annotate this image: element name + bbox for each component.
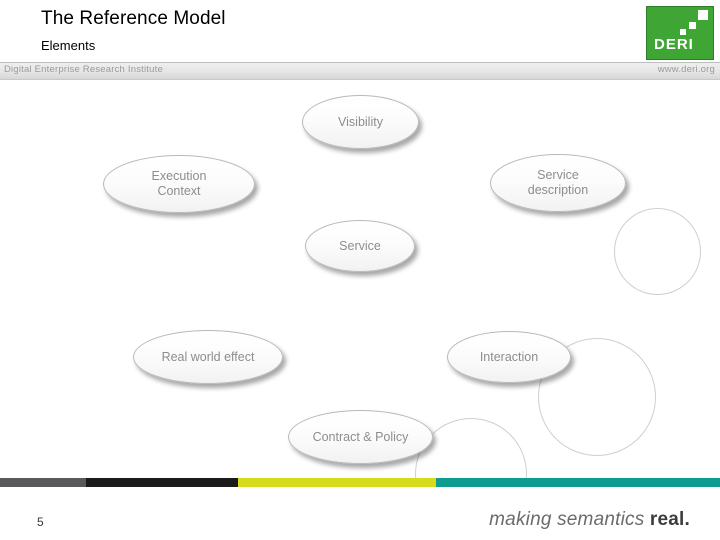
node-service-description[interactable]: Service description bbox=[490, 154, 626, 212]
page-title: The Reference Model bbox=[41, 8, 226, 29]
tagline: making semantics real. bbox=[489, 509, 690, 531]
footer-bar-black bbox=[86, 478, 238, 487]
node-interaction[interactable]: Interaction bbox=[447, 331, 571, 383]
node-visibility-label: Visibility bbox=[338, 114, 383, 129]
node-visibility[interactable]: Visibility bbox=[302, 95, 419, 149]
footer-bar-teal bbox=[436, 478, 720, 487]
institute-name: Digital Enterprise Research Institute bbox=[4, 64, 163, 75]
tagline-bold: real. bbox=[649, 509, 690, 530]
node-service[interactable]: Service bbox=[305, 220, 415, 272]
node-service-label: Service bbox=[339, 238, 381, 253]
tagline-italic: making semantics bbox=[489, 509, 650, 530]
page-subtitle: Elements bbox=[41, 38, 96, 53]
page-number: 5 bbox=[37, 515, 44, 529]
node-real-world-effect-label: Real world effect bbox=[161, 349, 255, 364]
node-contract-policy[interactable]: Contract & Policy bbox=[288, 410, 433, 464]
logo-square-large bbox=[698, 10, 708, 20]
diagram-canvas: Visibility Execution Context Service des… bbox=[0, 78, 720, 530]
node-execution-context-label: Execution Context bbox=[151, 169, 207, 198]
node-interaction-label: Interaction bbox=[479, 349, 539, 364]
node-execution-context[interactable]: Execution Context bbox=[103, 155, 255, 213]
header-band: Digital Enterprise Research Institute ww… bbox=[0, 62, 720, 80]
circle-right-bottom bbox=[538, 338, 656, 456]
logo-text: DERI bbox=[654, 36, 694, 53]
node-real-world-effect[interactable]: Real world effect bbox=[133, 330, 283, 384]
logo-square-small bbox=[680, 29, 686, 35]
circle-right-top bbox=[614, 208, 701, 295]
node-service-description-label: Service description bbox=[527, 168, 589, 197]
footer-bar-yellow bbox=[238, 478, 436, 487]
deri-logo: DERI bbox=[646, 6, 714, 60]
website-url: www.deri.org bbox=[657, 64, 715, 75]
footer: 5 making semantics real. bbox=[0, 478, 720, 540]
logo-square-medium bbox=[689, 22, 696, 29]
footer-bar-gray bbox=[0, 478, 86, 487]
node-contract-policy-label: Contract & Policy bbox=[312, 429, 409, 444]
footer-body: 5 making semantics real. bbox=[0, 487, 720, 540]
